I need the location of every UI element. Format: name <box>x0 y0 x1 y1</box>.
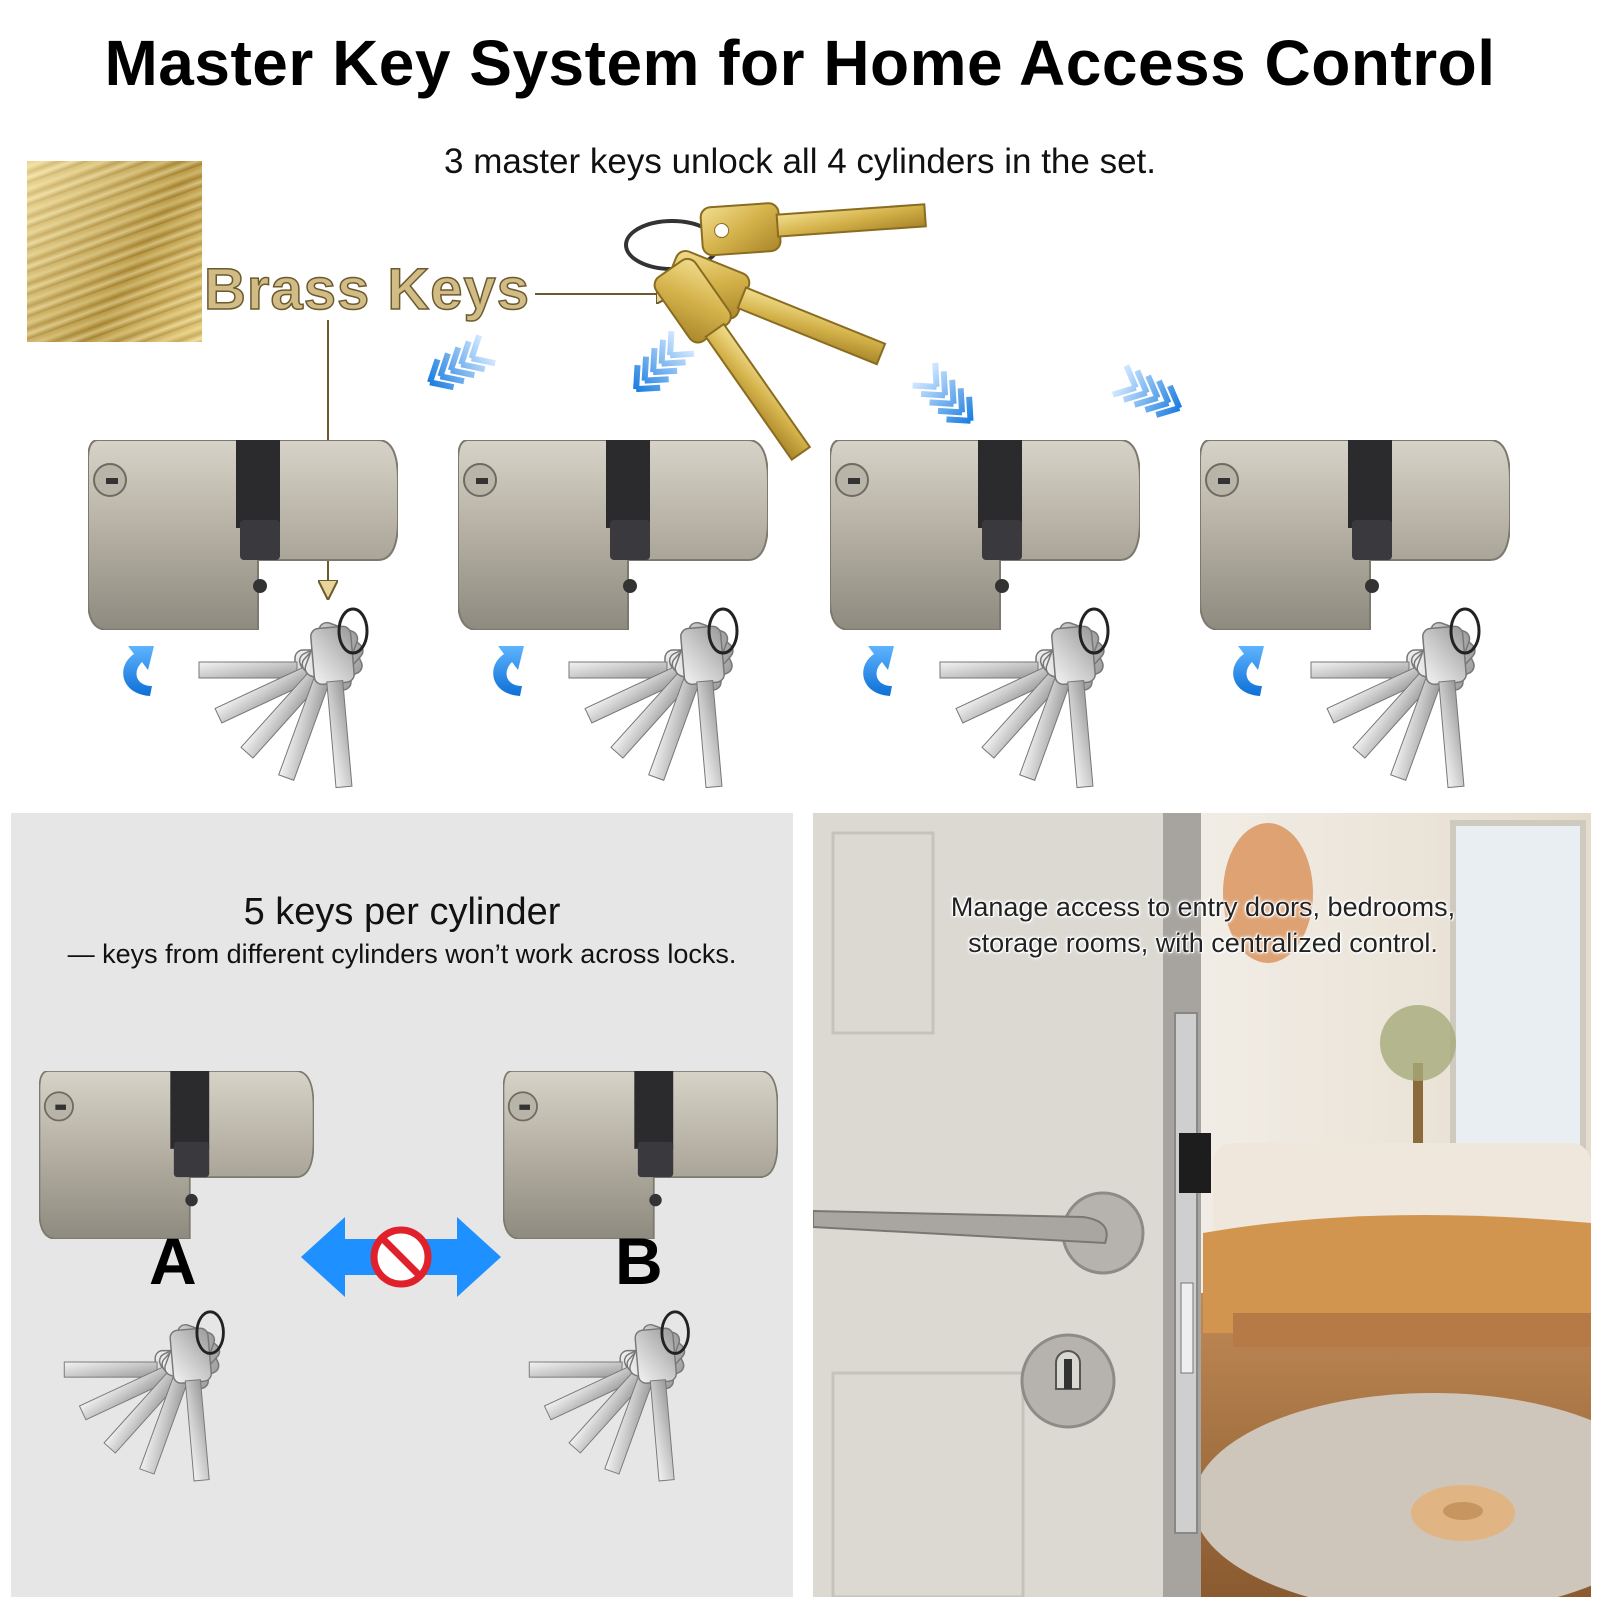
cylinder-b-label: B <box>615 1224 663 1298</box>
key-set-4 <box>1309 607 1481 791</box>
key-set-3 <box>938 607 1110 791</box>
access-caption: Manage access to entry doors, bedrooms, … <box>853 889 1553 961</box>
keys-per-cylinder-heading: 5 keys per cylinder <box>243 891 561 933</box>
chevron-arrows-icon-3 <box>912 362 974 424</box>
page-title: Master Key System for Home Access Contro… <box>104 27 1496 99</box>
key-set-b <box>527 1310 690 1484</box>
key-set-2 <box>567 607 739 791</box>
door-scene-panel: Manage access to entry doors, bedrooms, … <box>813 813 1591 1597</box>
turn-arrow-icon-2 <box>493 646 524 696</box>
door-scene-image <box>813 813 1591 1597</box>
cylinder-a <box>39 1071 314 1239</box>
key-separation-panel: 5 keys per cylinder — keys from differen… <box>11 813 793 1597</box>
access-caption-line-1: Manage access to entry doors, bedrooms, <box>950 892 1456 922</box>
turn-arrow-icon-4 <box>1233 646 1264 696</box>
chevron-arrows-icon-1 <box>427 334 496 391</box>
cylinder-b <box>503 1071 778 1239</box>
keys-per-cylinder-note: — keys from different cylinders won’t wo… <box>67 939 737 969</box>
key-set-1 <box>197 607 369 791</box>
turn-arrow-icon-3 <box>863 646 894 696</box>
chevron-arrows-icon-2 <box>633 330 695 393</box>
page-subtitle: 3 master keys unlock all 4 cylinders in … <box>444 142 1156 181</box>
turn-arrow-icon-1 <box>123 646 154 696</box>
chevron-arrows-icon-4 <box>1111 364 1183 418</box>
key-set-a <box>62 1310 225 1484</box>
cylinder-a-label: A <box>149 1224 197 1298</box>
access-caption-line-2: storage rooms, with centralized control. <box>968 928 1438 958</box>
no-cross-use-icon <box>301 1217 501 1297</box>
master-keys-icon <box>624 202 927 462</box>
brass-material-image <box>27 161 202 342</box>
brass-keys-label: Brass Keys <box>203 256 530 323</box>
